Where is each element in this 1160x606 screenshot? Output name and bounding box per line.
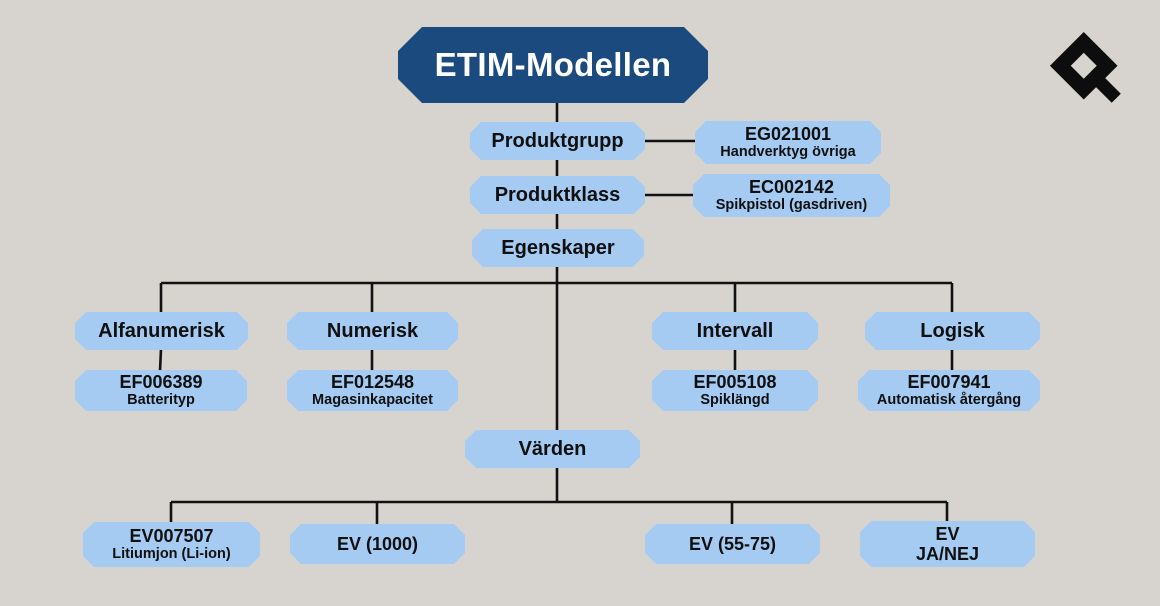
value-code: EV007507 <box>129 526 214 547</box>
node-type-numerisk: Numerisk <box>287 312 458 350</box>
node-value-ev-1000: EV (1000) <box>290 524 465 564</box>
node-produktklass: Produktklass <box>470 176 645 214</box>
page-title: ETIM-Modellen <box>434 45 672 83</box>
node-label: Egenskaper <box>501 236 615 259</box>
node-label: Värden <box>518 437 587 460</box>
group-name: Handverktyg övriga <box>720 144 856 161</box>
connector-alfanumerisk-feature <box>158 348 163 372</box>
node-feature-batterityp: EF006389 Batterityp <box>75 370 247 411</box>
node-varden: Värden <box>465 430 640 468</box>
node-label: Numerisk <box>326 319 419 342</box>
feature-name: Spiklängd <box>700 392 770 409</box>
value-name: Litiumjon (Li-ion) <box>112 546 231 563</box>
class-code: EC002142 <box>748 177 835 198</box>
feature-code: EF006389 <box>119 372 203 393</box>
brand-logo-icon <box>1049 31 1121 103</box>
value-line1: EV <box>935 523 960 544</box>
class-name: Spikpistol (gasdriven) <box>715 197 868 214</box>
node-type-intervall: Intervall <box>652 312 818 350</box>
node-label: Logisk <box>920 319 985 342</box>
node-label: Produktklass <box>494 183 621 206</box>
node-egenskaper: Egenskaper <box>472 229 644 267</box>
node-feature-automatisk-atergang: EF007941 Automatisk återgång <box>858 370 1040 411</box>
node-product-class-code: EC002142 Spikpistol (gasdriven) <box>693 174 890 217</box>
node-value-ev-55-75: EV (55-75) <box>645 524 820 564</box>
logo-tail <box>1093 75 1121 103</box>
group-code: EG021001 <box>744 124 832 145</box>
node-feature-spiklangd: EF005108 Spiklängd <box>652 370 818 411</box>
node-value-ja-nej: EV JA/NEJ <box>860 521 1035 567</box>
feature-code: EF005108 <box>693 372 777 393</box>
value-label: EV (55-75) <box>688 533 777 554</box>
node-produktgrupp: Produktgrupp <box>470 122 645 160</box>
node-label: Alfanumerisk <box>98 319 225 342</box>
logo-diamond <box>1049 31 1118 100</box>
node-etim-modellen: ETIM-Modellen <box>398 27 708 103</box>
feature-name: Magasinkapacitet <box>312 392 433 409</box>
feature-name: Batterityp <box>127 392 195 409</box>
node-type-alfanumerisk: Alfanumerisk <box>75 312 248 350</box>
connector-group <box>158 102 954 525</box>
node-feature-magasinkapacitet: EF012548 Magasinkapacitet <box>287 370 458 411</box>
feature-code: EF012548 <box>330 372 415 393</box>
feature-name: Automatisk återgång <box>876 392 1022 409</box>
feature-code: EF007941 <box>907 372 991 393</box>
value-label: EV (1000) <box>336 533 419 554</box>
value-line2: JA/NEJ <box>915 544 980 564</box>
node-label: Produktgrupp <box>491 129 624 152</box>
node-type-logisk: Logisk <box>865 312 1040 350</box>
node-value-litiumjon: EV007507 Litiumjon (Li-ion) <box>83 522 260 567</box>
node-label: Intervall <box>696 319 774 342</box>
node-product-group-code: EG021001 Handverktyg övriga <box>695 121 881 164</box>
